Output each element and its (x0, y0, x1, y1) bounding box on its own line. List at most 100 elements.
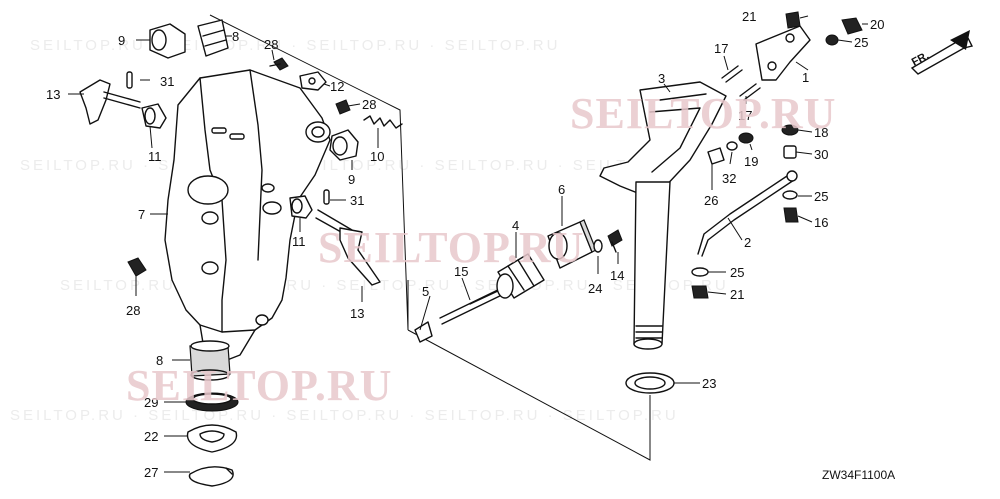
nut-part-19[interactable] (738, 132, 754, 144)
wave-washer-part-22[interactable] (186, 424, 238, 453)
callout-label: 9 (348, 172, 355, 187)
pin-part-31-bottom[interactable] (323, 189, 330, 205)
callout-label: 18 (814, 125, 828, 140)
callout-label: 6 (558, 182, 565, 197)
watermark-faint-text: SEILTOP.RU · SEILTOP.RU · SEILTOP.RU · S… (30, 37, 560, 54)
washer-part-25-top[interactable] (825, 34, 839, 46)
washer-part-25-middle[interactable] (782, 190, 798, 200)
callout-label: 25 (854, 35, 868, 50)
callout-label: 13 (350, 306, 364, 321)
stud-part-17-bottom[interactable] (739, 83, 761, 101)
washer-part-25-bottom[interactable] (691, 267, 709, 277)
callout-label: 7 (138, 207, 145, 222)
front-direction-indicator: FR. (910, 30, 974, 75)
callout-label: 21 (742, 9, 756, 24)
callout-labels: 9 8 28 13 31 12 28 11 10 9 7 31 11 28 13… (46, 9, 884, 480)
oil-seal-part-29[interactable] (185, 392, 239, 412)
grease-nipple-part-28-right[interactable] (335, 99, 351, 115)
callout-label: 11 (148, 149, 162, 164)
callout-label: 32 (722, 171, 736, 186)
screw-part-14[interactable] (607, 229, 623, 253)
nut-part-21-top[interactable] (785, 11, 801, 29)
callout-label: 20 (870, 17, 884, 32)
washer-part-24[interactable] (593, 239, 603, 253)
callout-label: 8 (156, 353, 163, 368)
watermark-overlay: SEILTOP.RU SEILTOP.RU SEILTOP.RU (126, 89, 836, 410)
washer-part-32[interactable] (726, 141, 738, 151)
callout-label: 14 (610, 268, 624, 283)
callout-label: 10 (370, 149, 384, 164)
callout-label: 29 (144, 395, 158, 410)
roller-part-4[interactable] (496, 253, 545, 299)
watermark-text: SEILTOP.RU (126, 361, 392, 410)
watermark-text: SEILTOP.RU (318, 223, 584, 272)
callout-label: 15 (454, 264, 468, 279)
callout-label: 13 (46, 87, 60, 102)
callout-label: 11 (292, 234, 306, 249)
housing-part-6[interactable] (547, 219, 597, 269)
callout-label: 9 (118, 33, 125, 48)
callout-label: 24 (588, 281, 602, 296)
bushing-part-11-top[interactable] (141, 103, 167, 129)
bushing-part-30[interactable] (783, 145, 797, 159)
thrust-washer-part-23[interactable] (625, 372, 675, 394)
callout-label: 3 (658, 71, 665, 86)
callout-label: 25 (730, 265, 744, 280)
stud-part-17-top[interactable] (721, 65, 743, 83)
callout-label: 27 (144, 465, 158, 480)
swivel-case-part[interactable] (164, 69, 331, 363)
callout-label: 12 (330, 79, 344, 94)
bolt-part-16[interactable] (783, 207, 799, 223)
diagram-code: ZW34F1100A (822, 468, 895, 482)
circlip-part-27[interactable] (188, 466, 234, 487)
spring-part-10[interactable] (363, 115, 403, 129)
cap-part-5[interactable] (414, 321, 433, 343)
callout-leaders (68, 15, 868, 473)
exploded-frame-line (209, 14, 409, 331)
pin-part-31-top[interactable] (126, 71, 133, 89)
watermark-text: SEILTOP.RU (570, 89, 836, 138)
grease-nipple-part-28-top[interactable] (269, 57, 289, 71)
bolt-part-15[interactable] (439, 285, 509, 325)
steering-shaft-part-3[interactable] (599, 81, 727, 350)
grease-nipple-part-28-bottom[interactable] (127, 257, 147, 277)
watermark-faint-text: SEILTOP.RU · SEILTOP.RU · SEILTOP.RU · S… (10, 407, 679, 424)
callout-label: 28 (126, 303, 140, 318)
bushing-part-9-side[interactable] (329, 129, 359, 161)
callout-label: 31 (160, 74, 174, 89)
collar-part-8-bottom[interactable] (189, 340, 231, 381)
collar-part-8-top[interactable] (197, 19, 229, 57)
tilt-lock-lever-part-13-bottom[interactable] (315, 209, 381, 286)
cap-part-20[interactable] (841, 17, 863, 35)
callout-label: 30 (814, 147, 828, 162)
callout-label: 28 (264, 37, 278, 52)
bushing-part-9-top[interactable] (149, 23, 186, 59)
callout-label: 26 (704, 193, 718, 208)
callout-label: 17 (714, 41, 728, 56)
leader-frame-lines (209, 14, 651, 461)
callout-label: 23 (702, 376, 716, 391)
callout-label: 5 (422, 284, 429, 299)
callout-label: 21 (730, 287, 744, 302)
callout-label: 4 (512, 218, 519, 233)
clip-part-26[interactable] (707, 147, 725, 165)
callout-label: 28 (362, 97, 376, 112)
clip-part-12[interactable] (299, 71, 327, 91)
tilt-lock-lever-part-13-top[interactable] (79, 79, 141, 125)
callout-label: 16 (814, 215, 828, 230)
bushing-part-11-bottom[interactable] (289, 195, 313, 219)
exploded-frame-line (407, 329, 651, 461)
watermark-faint-text: SEILTOP.RU · SEILTOP.RU · SEILTOP.RU · S… (60, 277, 729, 294)
callout-label: 19 (744, 154, 758, 169)
callout-label: 17 (738, 108, 752, 123)
callout-label: 31 (350, 193, 364, 208)
callout-label: 1 (802, 70, 809, 85)
callout-label: 25 (814, 189, 828, 204)
callout-label: 22 (144, 429, 158, 444)
nut-part-21-bottom[interactable] (691, 285, 709, 299)
callout-label: 2 (744, 235, 751, 250)
link-rod-part-2[interactable] (697, 170, 798, 257)
callout-label: 8 (232, 29, 239, 44)
